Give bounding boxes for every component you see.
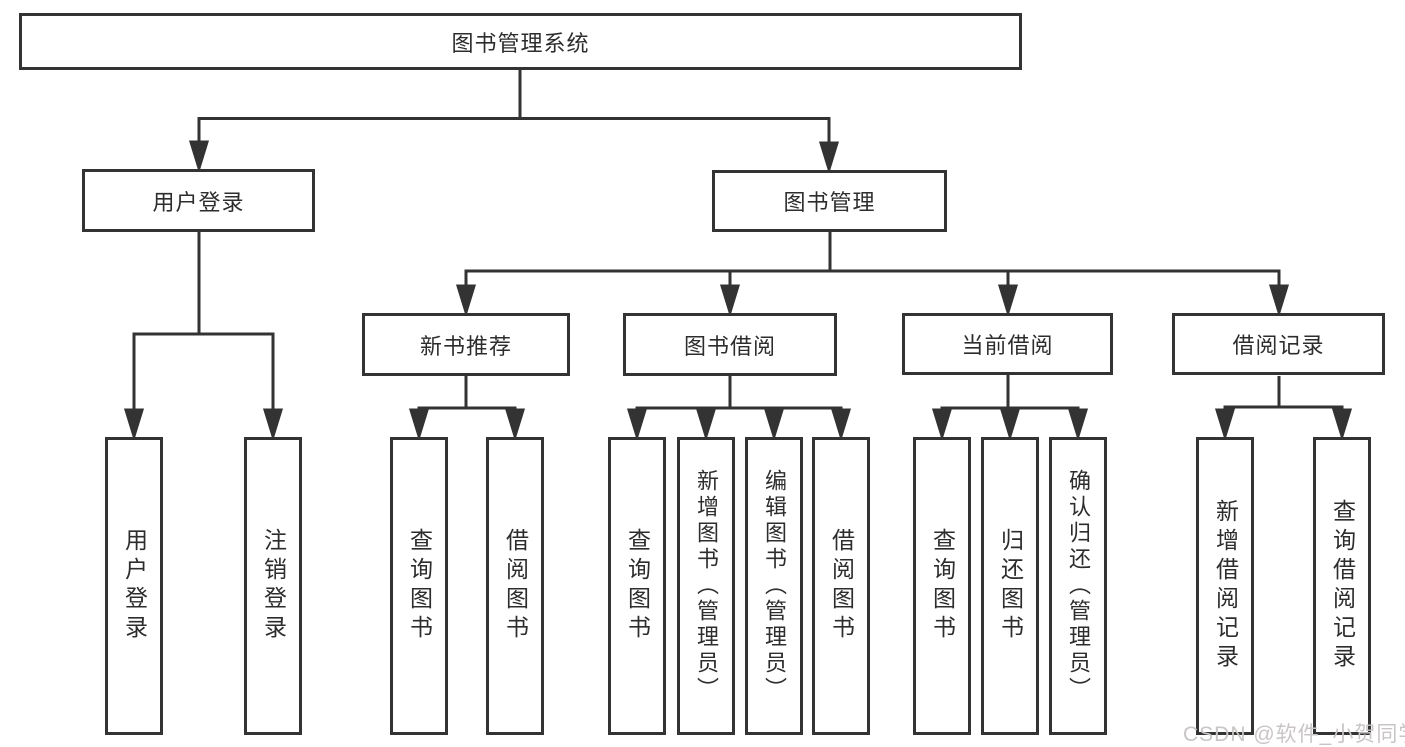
leaf-query-book-current: 查询图书 [913,437,971,735]
connector-root [188,70,840,175]
connector-book-borrow [626,376,852,442]
connector-book-management [455,232,1290,318]
csdn-watermark: CSDN @软件_小贺同学 [1183,723,1405,746]
connector-new-book [408,376,526,442]
connector-current-borrow [931,375,1089,442]
leaf-logout: 注销登录 [244,437,302,735]
connector-borrow-record [1214,376,1353,442]
connector-user-login [123,232,284,442]
leaf-add-book-admin: 新增图书（管理员） [677,437,735,735]
leaf-confirm-return-admin: 确认归还（管理员） [1049,437,1107,735]
node-root-library-system: 图书管理系统 [19,13,1022,70]
node-book-management: 图书管理 [712,170,947,232]
leaf-borrow-book-recommend: 借阅图书 [486,437,544,735]
leaf-borrow-book: 借阅图书 [812,437,870,735]
leaf-query-book-recommend: 查询图书 [390,437,448,735]
leaf-return-book: 归还图书 [981,437,1039,735]
leaf-query-borrow-record: 查询借阅记录 [1313,437,1371,735]
node-new-book-recommend: 新书推荐 [362,313,570,376]
leaf-add-borrow-record: 新增借阅记录 [1196,437,1254,735]
leaf-query-book-borrow: 查询图书 [608,437,666,735]
leaf-user-login: 用户登录 [105,437,163,735]
node-borrow-record: 借阅记录 [1172,313,1385,375]
node-current-borrow: 当前借阅 [902,313,1113,375]
node-book-borrow: 图书借阅 [623,313,837,376]
node-user-login: 用户登录 [82,169,315,232]
leaf-edit-book-admin: 编辑图书（管理员） [745,437,803,735]
